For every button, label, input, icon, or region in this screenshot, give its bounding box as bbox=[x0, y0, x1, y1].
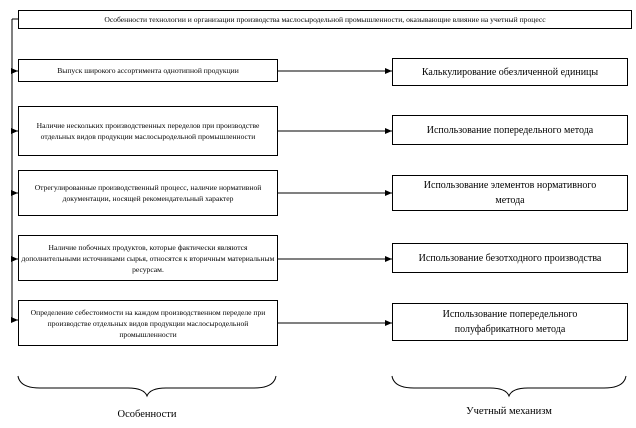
feature-box-3: Отрегулированные производственный процес… bbox=[18, 170, 278, 216]
header-box: Особенности технологии и организации про… bbox=[18, 10, 632, 29]
feature-box-2: Наличие нескольких производственных пере… bbox=[18, 106, 278, 156]
mechanism-text: Использование попередельного метода bbox=[426, 124, 594, 136]
mechanism-label: Учетный механизм bbox=[466, 406, 552, 417]
feature-text: Наличие побочных продуктов, которые факт… bbox=[21, 242, 275, 274]
header-text: Особенности технологии и организации про… bbox=[104, 15, 546, 24]
mechanism-text: Использование элементов нормативного мет… bbox=[423, 180, 597, 206]
feature-text: Определение себестоимости на каждом прои… bbox=[30, 307, 266, 339]
feature-text: Выпуск широкого ассортимента однотипной … bbox=[57, 66, 239, 75]
mechanism-box-5: Использование попередельного полуфабрика… bbox=[392, 303, 628, 341]
features-brace bbox=[17, 375, 277, 398]
feature-text: Наличие нескольких производственных пере… bbox=[36, 121, 260, 141]
mechanism-box-1: Калькулирование обезличенной единицы bbox=[392, 58, 628, 86]
feature-text: Отрегулированные производственный процес… bbox=[34, 183, 262, 203]
mechanism-text: Калькулирование обезличенной единицы bbox=[421, 66, 599, 78]
feature-box-4: Наличие побочных продуктов, которые факт… bbox=[18, 235, 278, 281]
mechanism-brace bbox=[391, 375, 627, 398]
feature-box-5: Определение себестоимости на каждом прои… bbox=[18, 300, 278, 346]
features-label: Особенности bbox=[117, 409, 177, 420]
mechanism-text: Использование безотходного производства bbox=[418, 252, 602, 264]
feature-box-1: Выпуск широкого ассортимента однотипной … bbox=[18, 59, 278, 82]
mechanism-box-2: Использование попередельного метода bbox=[392, 115, 628, 145]
mechanism-text: Использование попередельного полуфабрика… bbox=[442, 309, 578, 335]
mechanism-box-3: Использование элементов нормативного мет… bbox=[392, 175, 628, 211]
mechanism-box-4: Использование безотходного производства bbox=[392, 243, 628, 273]
